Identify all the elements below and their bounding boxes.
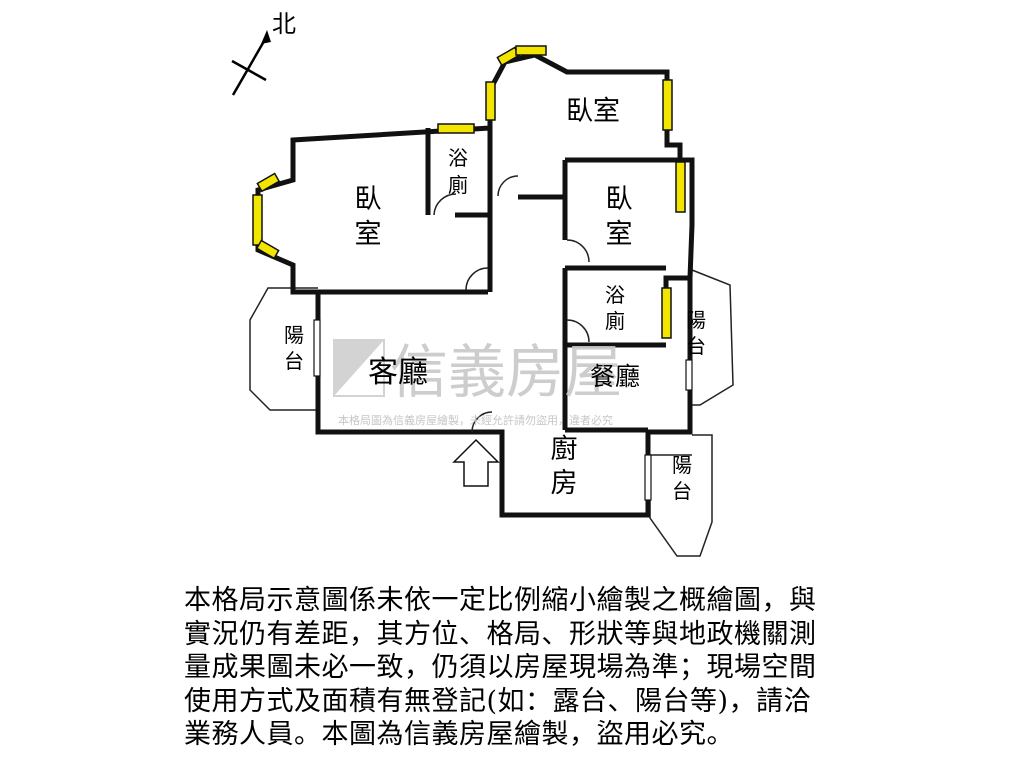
watermark-brand: 信義房屋 [390,338,622,406]
wall-kitchen [488,278,693,518]
room-bedroom-top: 臥室 [566,96,620,127]
balcony-left-outline [249,287,318,411]
sliding-doors [313,319,693,501]
window-bedroom-left-upper [256,172,281,193]
room-labels: 臥 室 臥室 臥 室 浴 廁 浴 廁 客廳 餐廳 廚 房 陽 台 陽 台 陽 台 [284,96,706,503]
wall-outer-top [487,52,695,290]
room-kitchen-line1: 廚 [551,434,578,465]
room-bath-mid-line1: 浴 [605,283,625,307]
sliding-door-balcony-bottom [644,454,652,501]
window-bath-top [437,123,475,134]
entrance-arrow-icon [452,438,500,487]
door-bedroom-left [465,267,489,291]
room-balcony-left-line2: 台 [284,349,304,373]
room-dining: 餐廳 [590,362,640,391]
watermark: 信義房屋 本格局圖為信義房屋繪製，未經允許請勿盜用，違者必究 [333,338,622,427]
room-bath-mid-line2: 廁 [605,309,625,333]
disclaimer-line-2: 實況仍有差距，其方位、格局、形狀等與地政機關測 [184,618,817,650]
room-balcony-bottom-line1: 陽 [672,453,692,477]
room-bedroom-mid-line2: 室 [606,219,633,250]
room-balcony-right-line2: 台 [686,334,706,358]
compass-crossbar [231,59,267,82]
window-top-left-side [485,81,496,121]
door-bedroom-mid [566,239,590,263]
compass-arrow [231,35,269,96]
wall-outer-left [255,90,493,295]
room-balcony-bottom-line2: 台 [672,479,692,503]
window-top [515,45,547,56]
room-balcony-right-line1: 陽 [686,308,706,332]
door-hall [497,175,519,197]
compass: 北 [231,10,296,96]
room-bath-top-line1: 浴 [448,146,468,170]
window-bedroom-left [252,194,263,246]
window-bedroom-left-lower [255,239,280,260]
door-bath-mid [566,319,590,343]
door-entrance [471,411,493,433]
window-bedroom-mid-east [675,161,686,213]
balcony-right-outline [691,269,734,406]
sliding-door-balcony-left [313,319,321,377]
windows [252,45,686,339]
disclaimer-line-3: 量成果圖未必一致，仍須以房屋現場為準；現場空間 [184,652,817,683]
disclaimer-line-4: 使用方式及面積有無登記(如：露台、陽台等)，請洽 [184,685,812,717]
disclaimer-line-1: 本格局示意圖係未依一定比例縮小繪製之概繪圖，與 [184,585,817,616]
watermark-notice: 本格局圖為信義房屋繪製，未經允許請勿盜用，違者必究 [338,413,613,427]
balcony-outlines [249,269,734,557]
watermark-logo-frame [333,339,385,397]
floor-plan: 北 [231,10,734,557]
doors [433,175,590,433]
disclaimer: 本格局示意圖係未依一定比例縮小繪製之概繪圖，與 實況仍有差距，其方位、格局、形狀… [184,584,884,752]
room-living: 客廳 [368,355,428,390]
walls [255,52,695,518]
room-bedroom-mid-line1: 臥 [606,184,633,215]
room-bath-top-line2: 廁 [448,173,468,197]
room-bedroom-left-line1: 臥 [355,184,382,215]
window-bedroom-top-east [662,79,673,131]
door-bath-top [433,193,457,216]
window-bath-mid [661,287,672,339]
room-kitchen-line2: 房 [551,468,578,499]
room-bedroom-left-line2: 室 [355,219,382,250]
watermark-logo-icon [334,340,384,396]
compass-arrowhead-icon [261,30,271,44]
sliding-door-balcony-right [685,359,693,391]
room-balcony-left-line1: 陽 [284,323,304,347]
compass-north-label: 北 [272,10,296,38]
disclaimer-line-5: 業務人員。本圖為信義房屋繪製，盜用必究。 [184,719,734,750]
